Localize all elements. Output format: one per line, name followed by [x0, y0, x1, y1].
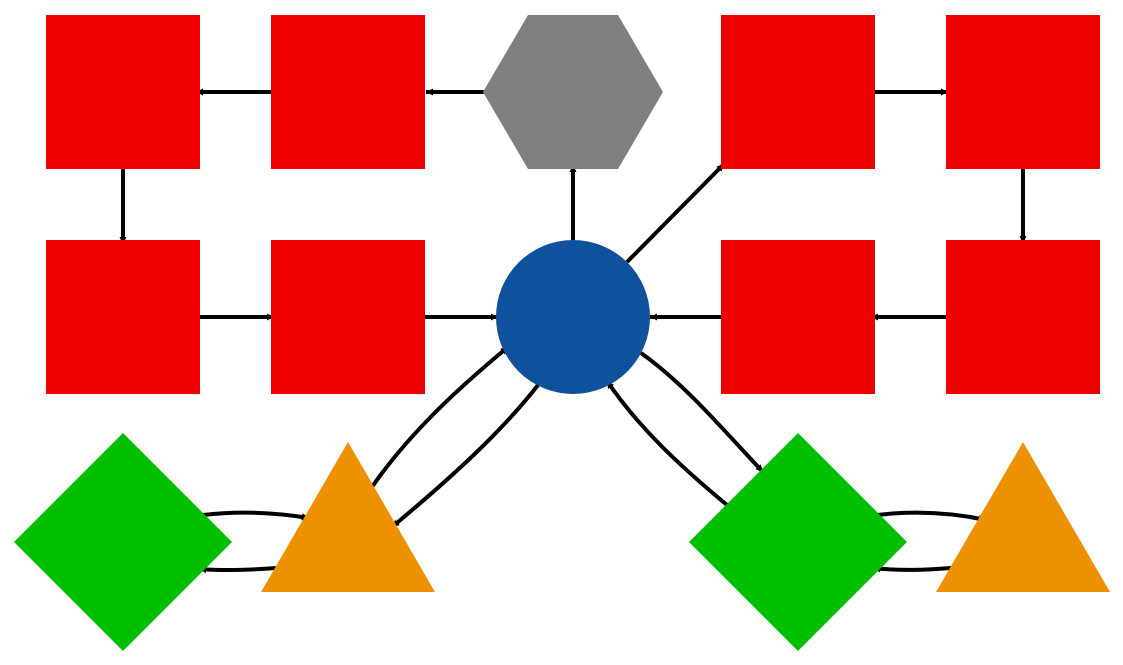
sq-mid-left-2-square-node: [271, 240, 425, 394]
diamond-left-diamond-node: [14, 433, 232, 651]
edge-layer: [119, 88, 1027, 574]
node-layer: [14, 15, 1110, 651]
sq-top-left-2-square-node: [271, 15, 425, 169]
edge-triangle-right-to-diamond-right-arrow: [872, 565, 952, 573]
sq-top-right-square-node: [721, 15, 875, 169]
edge-hub-to-diamond-right-arrow: [639, 351, 765, 474]
edge-diamond-right-to-hub-arrow: [605, 379, 729, 507]
edge-triangle-left-to-diamond-left-arrow: [198, 565, 277, 574]
sq-top-left-square-node: [46, 15, 200, 169]
edge-diamond-left-to-triangle-left-arrow: [202, 510, 310, 521]
sq-mid-right-2-square-node: [721, 240, 875, 394]
edge-triangle-left-to-hub-arrow: [370, 345, 510, 489]
edge-diamond-right-to-triangle-right-arrow: [876, 510, 987, 523]
diamond-right-diamond-node: [689, 433, 907, 651]
hex-hexagon-node: [483, 15, 663, 169]
edge-hub-to-triangle-left-arrow: [390, 383, 540, 529]
hub-circle-node: [496, 240, 650, 394]
triangle-right-triangle-node: [936, 442, 1110, 592]
edge-hub-to-sq-top-right-arrow: [625, 162, 726, 264]
triangle-left-triangle-node: [261, 442, 435, 592]
sq-mid-right-square-node: [946, 240, 1100, 394]
sq-top-right-2-square-node: [946, 15, 1100, 169]
sq-mid-left-square-node: [46, 240, 200, 394]
